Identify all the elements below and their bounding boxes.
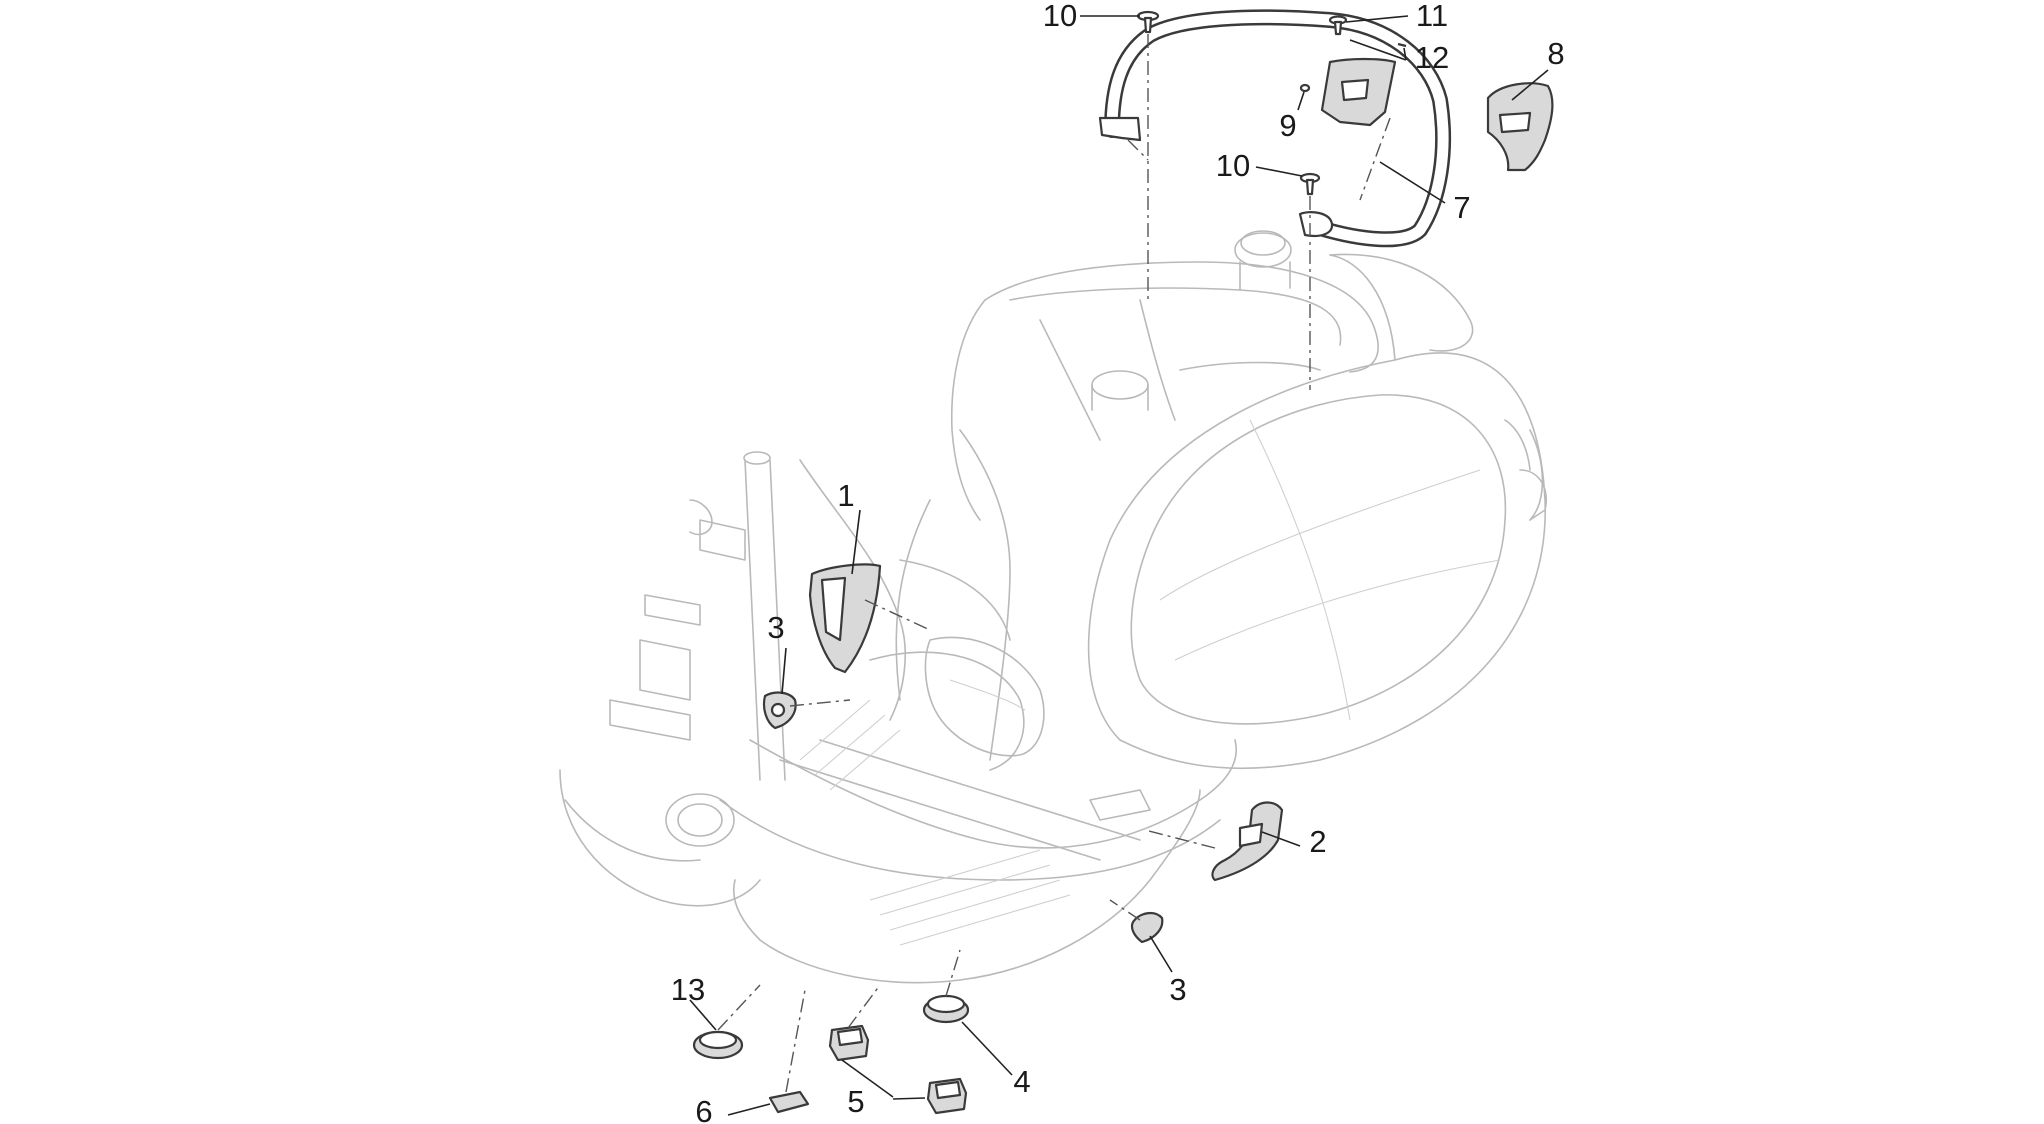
callout-2: 2: [1309, 824, 1326, 859]
part-2-side-trim: [1211, 801, 1284, 882]
assembly-lines: [717, 34, 1391, 1093]
scooter-body-frame: [559, 230, 1547, 984]
part-3-small-cover-upper: [762, 691, 797, 730]
callout-8: 8: [1547, 36, 1564, 71]
washer-12: [1397, 42, 1407, 48]
screw-9: [1299, 83, 1311, 93]
callout-10-upper: 10: [1043, 0, 1077, 33]
part-8-rack-end-cover: [1486, 82, 1554, 172]
part-5-rubber-block-upper: [828, 1024, 870, 1062]
part-4-grommet: [922, 994, 970, 1024]
part-5-rubber-block-lower: [926, 1077, 968, 1115]
callout-labels: 1 2 3 3 4 5 6 7 8 9 10 10 11 12 13: [671, 0, 1565, 1124]
callout-5: 5: [847, 1084, 864, 1119]
screw-10-lower: [1299, 172, 1321, 196]
part-13-round-grommet: [692, 1030, 744, 1060]
part-1-glovebox-door: [808, 563, 882, 674]
screw-10-upper: [1136, 10, 1160, 34]
rack-middle-bracket: [1320, 57, 1397, 127]
leader-lines: [689, 15, 1549, 1116]
callout-9: 9: [1279, 108, 1296, 143]
callout-12: 12: [1415, 40, 1449, 75]
callout-1: 1: [837, 478, 854, 513]
callout-7: 7: [1453, 190, 1470, 225]
callout-10-lower: 10: [1216, 148, 1250, 183]
callout-6: 6: [695, 1094, 712, 1124]
callout-4: 4: [1013, 1064, 1030, 1099]
screw-11: [1328, 15, 1348, 36]
part-6-rubber-pad: [768, 1090, 810, 1114]
callout-11: 11: [1416, 0, 1448, 33]
part-7-rear-rack: [1098, 9, 1452, 248]
callout-3-lower: 3: [1169, 972, 1186, 1007]
callout-3-upper: 3: [767, 610, 784, 645]
callout-13: 13: [671, 972, 705, 1007]
